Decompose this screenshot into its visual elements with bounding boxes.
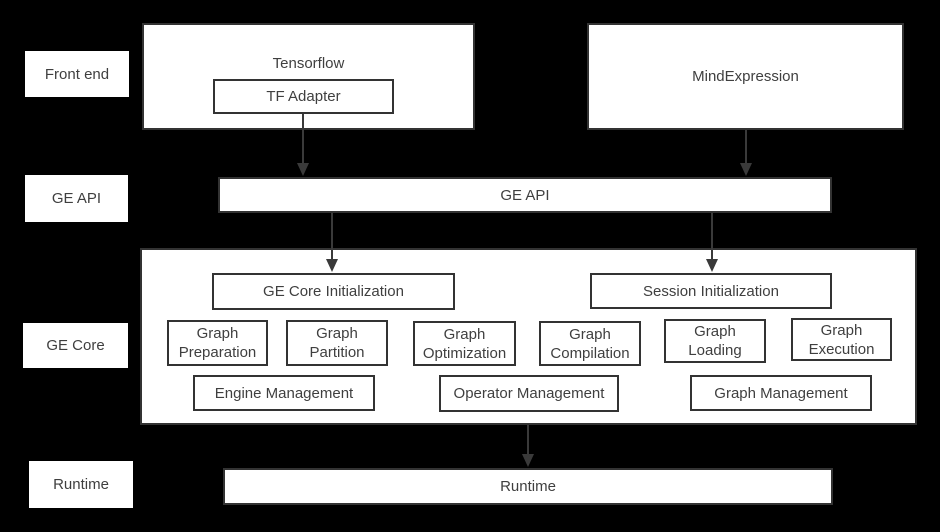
ge-core-box: GE Core Initialization Session Initializ… bbox=[140, 248, 917, 425]
arrow-stem bbox=[331, 213, 333, 260]
row-label-front-end: Front end bbox=[25, 51, 129, 97]
tensorflow-label: Tensorflow bbox=[272, 55, 345, 72]
row-label-runtime: Runtime bbox=[29, 461, 133, 508]
row-label-ge-core: GE Core bbox=[23, 323, 128, 368]
graph-management-box: Graph Management bbox=[690, 375, 872, 411]
graph-preparation-box: Graph Preparation bbox=[167, 320, 268, 366]
graph-optimization-box: Graph Optimization bbox=[413, 321, 516, 366]
arrow-head-icon bbox=[326, 259, 338, 272]
graph-compilation-box: Graph Compilation bbox=[539, 321, 641, 366]
arrow-head-icon bbox=[706, 259, 718, 272]
arrow-head-icon bbox=[740, 163, 752, 176]
tf-adapter-box: TF Adapter bbox=[213, 79, 394, 114]
graph-loading-box: Graph Loading bbox=[664, 319, 766, 363]
arrow-mindexpression-to-ge-api bbox=[740, 130, 752, 176]
arrow-head-icon bbox=[522, 454, 534, 467]
arrow-head-icon bbox=[297, 163, 309, 176]
graph-partition-box: Graph Partition bbox=[286, 320, 388, 366]
arrow-stem bbox=[711, 213, 713, 260]
arrow-ge-api-to-ge-core-initialization bbox=[326, 213, 338, 272]
arrow-stem bbox=[745, 130, 747, 164]
arrow-ge-api-to-session-initialization bbox=[706, 213, 718, 272]
tensorflow-box: Tensorflow TF Adapter bbox=[142, 23, 475, 130]
ge-core-initialization-box: GE Core Initialization bbox=[212, 273, 455, 310]
operator-management-box: Operator Management bbox=[439, 375, 619, 412]
mindexpression-box: MindExpression bbox=[587, 23, 904, 130]
arrow-stem bbox=[302, 114, 304, 164]
row-label-ge-api: GE API bbox=[25, 175, 128, 222]
runtime-bar: Runtime bbox=[223, 468, 833, 505]
ge-api-bar: GE API bbox=[218, 177, 832, 213]
graph-execution-box: Graph Execution bbox=[791, 318, 892, 361]
arrow-ge-core-to-runtime bbox=[522, 425, 534, 467]
arrow-tf-adapter-to-ge-api bbox=[297, 114, 309, 176]
engine-management-box: Engine Management bbox=[193, 375, 375, 411]
session-initialization-box: Session Initialization bbox=[590, 273, 832, 309]
arrow-stem bbox=[527, 425, 529, 455]
